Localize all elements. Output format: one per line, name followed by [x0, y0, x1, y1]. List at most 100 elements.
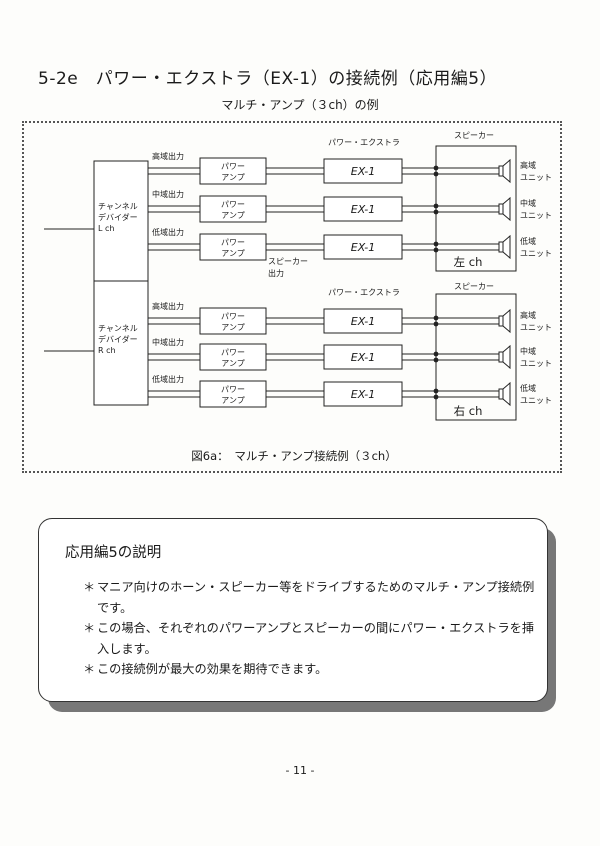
speaker-unit-icon: [498, 241, 504, 253]
junction-dot: [433, 209, 439, 215]
junction-dot: [433, 171, 439, 177]
channel-label: 左 ch: [454, 255, 483, 269]
power-amp-box: [199, 380, 267, 408]
ex1-label: EX-1: [351, 315, 375, 328]
junction-dot: [433, 247, 439, 253]
diagram-caption: 図6a： マルチ・アンプ接続例（３ch）: [191, 449, 396, 463]
page-number: - 11 -: [285, 764, 315, 777]
output-label: 低域出力: [152, 227, 184, 237]
junction-dot: [433, 203, 439, 209]
bullet-mark: ＊: [83, 621, 96, 635]
divider-label: チャンネル: [98, 202, 138, 211]
power-amp-box: [199, 233, 267, 261]
speaker-unit-icon: [502, 158, 511, 184]
speaker-unit-icon: [498, 165, 504, 177]
output-label: 低域出力: [152, 374, 184, 384]
power-amp-box: [199, 343, 267, 371]
junction-dot: [433, 321, 439, 327]
amp-label: パワー: [221, 348, 245, 357]
diagram-frame: パワー・エクストラスピーカーパワー・エクストラスピーカースピーカー出力チャンネル…: [22, 121, 562, 473]
amp-label: パワー: [221, 162, 245, 171]
junction-dot: [433, 241, 439, 247]
unit-label: 中域: [520, 198, 536, 208]
explanation-item: ＊ マニア向けのホーン・スピーカー等をドライブするためのマルチ・アンプ接続例です…: [83, 577, 543, 618]
explanation-text: マニア向けのホーン・スピーカー等をドライブするためのマルチ・アンプ接続例です。: [97, 580, 535, 615]
ex1-box: [323, 234, 403, 260]
ex1-label: EX-1: [351, 241, 375, 254]
power-extra-label: パワー・エクストラ: [328, 138, 400, 147]
unit-label: ユニット: [520, 173, 552, 182]
bullet-mark: ＊: [83, 662, 96, 676]
divider-label: チャンネル: [98, 324, 138, 333]
ex1-label: EX-1: [351, 203, 375, 216]
amp-label: アンプ: [221, 249, 244, 258]
junction-dot: [433, 315, 439, 321]
power-amp-box: [199, 157, 267, 185]
page-title: 5-2e パワー・エクストラ（EX-1）の接続例（応用編5）: [38, 69, 498, 89]
output-label: 中域出力: [152, 189, 184, 199]
amp-label: アンプ: [221, 173, 244, 182]
ex1-label: EX-1: [351, 351, 375, 364]
multi-amp-diagram: パワー・エクストラスピーカーパワー・エクストラスピーカースピーカー出力チャンネル…: [44, 131, 552, 463]
amp-label: アンプ: [221, 323, 244, 332]
speaker-enclosure: [435, 145, 517, 272]
ex1-box: [323, 196, 403, 222]
speaker-unit-icon: [502, 381, 511, 407]
channel-label: 右 ch: [454, 404, 483, 418]
speaker-output-label: スピーカー: [268, 257, 308, 266]
divider-label: デバイダー: [98, 334, 138, 344]
ex1-box: [323, 381, 403, 407]
explanation-item: ＊ この場合、それぞれのパワーアンプとスピーカーの間にパワー・エクストラを挿入し…: [83, 618, 543, 659]
unit-label: 低域: [520, 236, 536, 246]
speaker-output-label: 出力: [268, 268, 284, 278]
divider-label: R ch: [98, 346, 116, 355]
explanation-item: ＊ この接続例が最大の効果を期待できます。: [83, 659, 543, 680]
ex1-box: [323, 158, 403, 184]
speaker-unit-icon: [498, 315, 504, 327]
divider-label: デバイダー: [98, 212, 138, 222]
ex1-box: [323, 344, 403, 370]
bullet-mark: ＊: [83, 580, 96, 594]
amp-label: パワー: [221, 200, 245, 209]
unit-label: ユニット: [520, 249, 552, 258]
speaker-unit-icon: [502, 344, 511, 370]
unit-label: 低域: [520, 383, 536, 393]
unit-label: 高域: [520, 310, 536, 320]
speaker-label: スピーカー: [454, 282, 494, 291]
power-amp-box: [199, 307, 267, 335]
channel-divider-box: [93, 160, 149, 282]
unit-label: ユニット: [520, 359, 552, 368]
output-label: 中域出力: [152, 337, 184, 347]
power-amp-box: [199, 195, 267, 223]
junction-dot: [433, 165, 439, 171]
speaker-unit-icon: [498, 388, 504, 400]
unit-label: ユニット: [520, 323, 552, 332]
amp-label: アンプ: [221, 396, 244, 405]
divider-label: L ch: [98, 224, 114, 233]
amp-label: アンプ: [221, 211, 244, 220]
output-label: 高域出力: [152, 151, 184, 161]
channel-divider-box: [93, 280, 149, 406]
speaker-label: スピーカー: [454, 131, 494, 140]
explanation-title: 応用編5の説明: [65, 545, 162, 561]
speaker-unit-icon: [502, 196, 511, 222]
output-label: 高域出力: [152, 301, 184, 311]
junction-dot: [433, 388, 439, 394]
unit-label: 中域: [520, 346, 536, 356]
speaker-enclosure: [435, 293, 517, 421]
ex1-label: EX-1: [351, 165, 375, 178]
explanation-text: この接続例が最大の効果を期待できます。: [97, 662, 328, 676]
ex1-label: EX-1: [351, 388, 375, 401]
explanation-text: この場合、それぞれのパワーアンプとスピーカーの間にパワー・エクストラを挿入します…: [97, 621, 535, 656]
unit-label: ユニット: [520, 211, 552, 220]
unit-label: ユニット: [520, 396, 552, 405]
junction-dot: [433, 351, 439, 357]
junction-dot: [433, 357, 439, 363]
explanation-box: 応用編5の説明 ＊ マニア向けのホーン・スピーカー等をドライブするためのマルチ・…: [38, 518, 548, 702]
ex1-box: [323, 308, 403, 334]
explanation-list: ＊ マニア向けのホーン・スピーカー等をドライブするためのマルチ・アンプ接続例です…: [83, 577, 543, 680]
unit-label: 高域: [520, 160, 536, 170]
amp-label: パワー: [221, 312, 245, 321]
speaker-unit-icon: [498, 351, 504, 363]
junction-dot: [433, 394, 439, 400]
